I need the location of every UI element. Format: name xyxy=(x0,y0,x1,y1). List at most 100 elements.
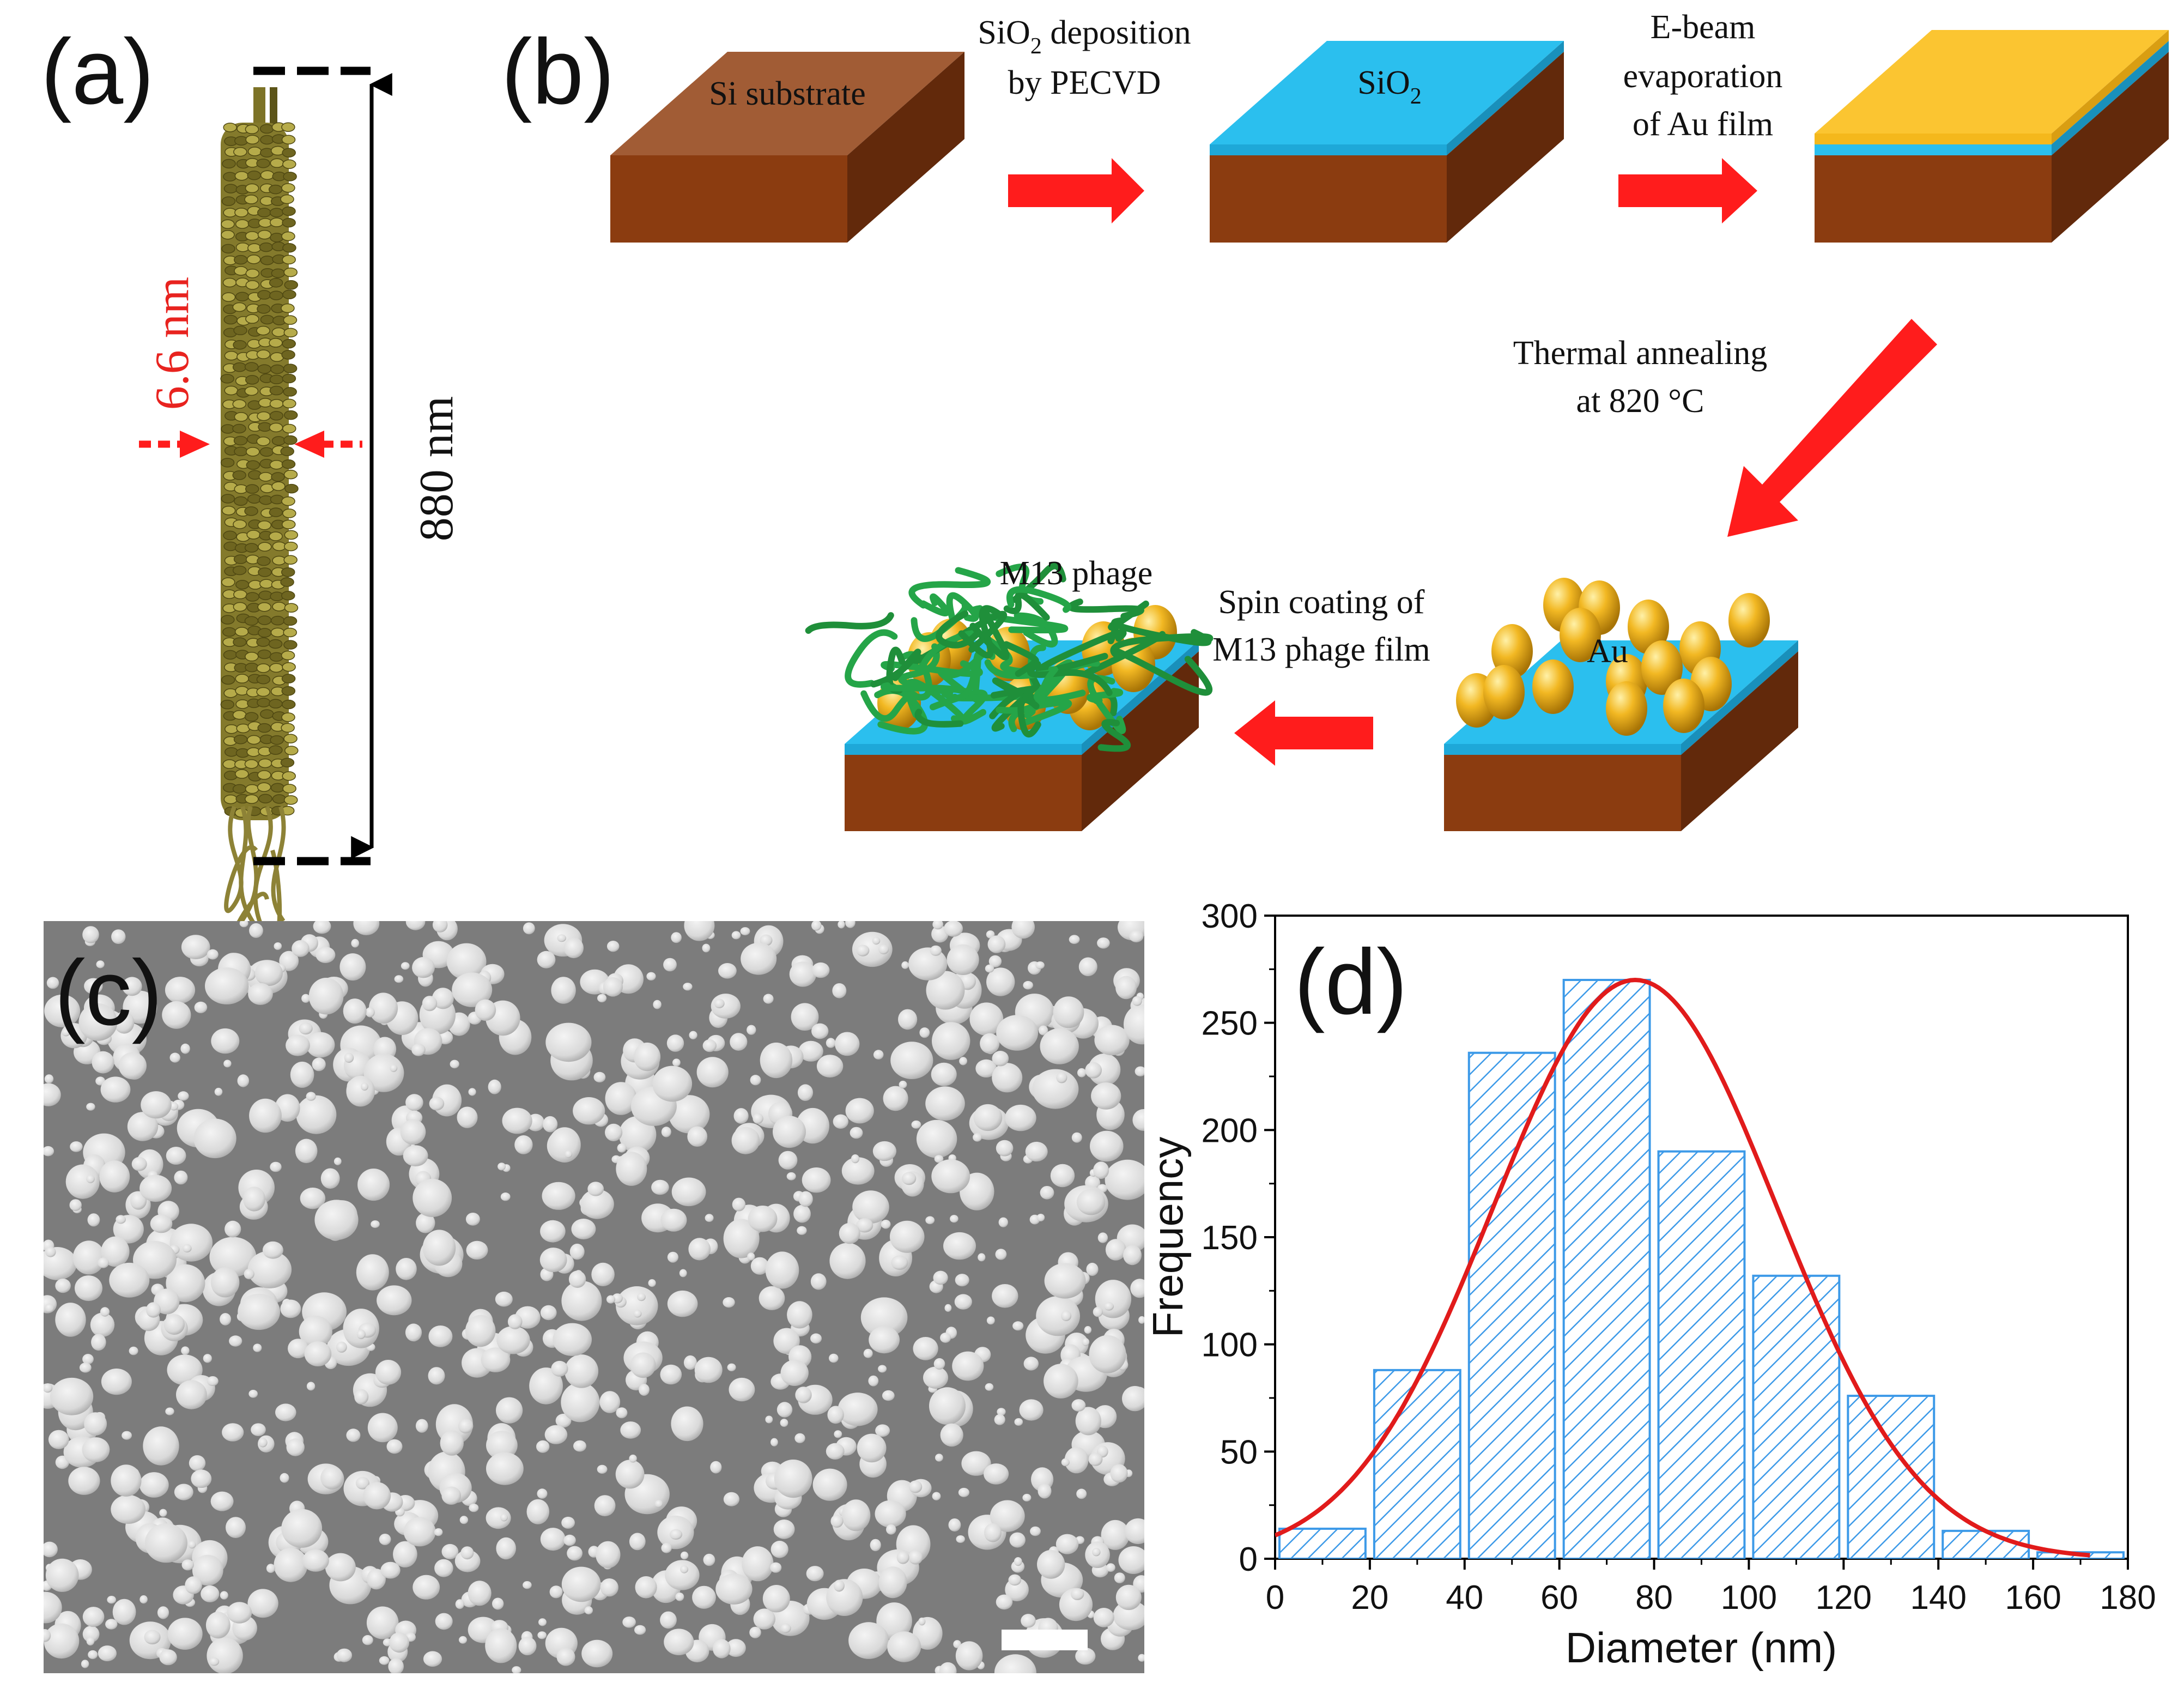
sem-particle xyxy=(223,1060,232,1068)
sem-particle xyxy=(275,1403,296,1421)
sem-particle xyxy=(333,1157,342,1165)
sem-particle xyxy=(388,1658,404,1673)
phage-bead xyxy=(269,422,283,433)
phage-bead xyxy=(258,567,272,577)
sem-particle xyxy=(919,1027,930,1038)
sem-particle xyxy=(306,1382,316,1391)
phage-bead xyxy=(222,759,236,769)
sem-particle xyxy=(600,1578,618,1597)
sem-particle xyxy=(622,1617,636,1628)
sem-particle xyxy=(244,1268,254,1280)
sem-particle xyxy=(992,1284,1018,1308)
sem-particle xyxy=(661,1127,671,1137)
sem-particle xyxy=(750,1075,761,1086)
phage-bead xyxy=(245,652,259,662)
phage-bead xyxy=(269,699,283,709)
sem-particle xyxy=(911,1120,921,1129)
phage-bead xyxy=(281,650,295,661)
phage-bead xyxy=(232,399,247,409)
sem-particle xyxy=(771,1541,788,1558)
phage-bead xyxy=(235,674,249,683)
sem-particle xyxy=(875,1500,906,1528)
au-nanoparticle xyxy=(1606,681,1647,736)
sem-particle xyxy=(985,964,994,973)
phage-bead xyxy=(221,196,236,206)
phage-bead xyxy=(269,531,283,541)
sem-particle xyxy=(857,1433,887,1463)
sem-particle xyxy=(1038,1025,1048,1036)
sem-particle xyxy=(1132,1109,1144,1131)
sem-particle xyxy=(1023,1357,1039,1371)
phage-bead xyxy=(269,208,284,217)
sem-particle xyxy=(44,1074,54,1083)
phage-bead xyxy=(256,687,270,697)
sem-particle xyxy=(496,1537,516,1560)
sem-particle xyxy=(475,999,496,1021)
sem-particle xyxy=(1093,1306,1103,1317)
sem-particle xyxy=(1082,1338,1090,1346)
sem-particle xyxy=(356,1329,366,1339)
sem-particle xyxy=(122,1431,132,1440)
phage-strand xyxy=(805,612,894,634)
sem-particle xyxy=(852,931,893,967)
phage-strand xyxy=(946,592,979,624)
phage-strand xyxy=(1006,586,1071,613)
sem-particle xyxy=(299,1316,332,1348)
sem-particle xyxy=(810,1333,822,1344)
sem-particle xyxy=(393,1541,417,1567)
sem-particle xyxy=(114,1011,135,1034)
sem-particle xyxy=(997,1408,1006,1416)
sem-particle xyxy=(452,972,493,1007)
phage-bead xyxy=(235,580,250,590)
sem-particle xyxy=(1061,1458,1070,1467)
sem-particle xyxy=(207,1637,243,1673)
sem-particle xyxy=(353,921,380,935)
sem-particle xyxy=(84,1412,107,1436)
phage-strand xyxy=(1110,633,1214,660)
sem-particle xyxy=(773,1520,795,1539)
phage-bead xyxy=(272,602,286,612)
sem-particle xyxy=(943,1232,976,1260)
sem-particle xyxy=(789,961,817,987)
phage-strand xyxy=(914,709,964,728)
au-nanoparticle xyxy=(1663,679,1704,733)
sem-particle xyxy=(432,988,454,1009)
sem-particle xyxy=(569,1243,585,1260)
sem-particle xyxy=(357,1169,390,1201)
sem-particle xyxy=(811,962,830,978)
sem-particle xyxy=(486,1452,524,1485)
sem-particle xyxy=(875,1424,890,1437)
sem-particle xyxy=(540,1528,566,1551)
sem-particle xyxy=(523,1581,532,1589)
sem-particle xyxy=(771,1438,778,1446)
sem-particle xyxy=(944,1304,952,1312)
phage-bead xyxy=(244,543,259,553)
phage-bead xyxy=(282,508,296,518)
sem-particle xyxy=(986,967,1015,996)
phage-bead xyxy=(280,577,294,587)
sem-particle xyxy=(367,1569,386,1590)
sem-particle xyxy=(1008,1574,1022,1586)
phage-bead xyxy=(234,255,248,265)
si-substrate-label: Si substrate xyxy=(709,75,866,112)
sem-particle xyxy=(581,1639,613,1668)
sem-particle xyxy=(845,921,856,928)
sem-particle xyxy=(731,931,741,940)
sem-particle xyxy=(507,1314,523,1329)
sem-particle xyxy=(594,1495,616,1517)
sem-particle xyxy=(666,1034,684,1052)
sem-particle xyxy=(96,960,105,968)
sem-particle xyxy=(978,1253,986,1262)
x-tick-label-4: 80 xyxy=(1635,1579,1673,1617)
sem-particle xyxy=(573,1097,605,1125)
sem-particle xyxy=(760,934,773,946)
sem-particle xyxy=(985,1383,994,1391)
sem-particle xyxy=(109,1262,150,1298)
sem-particle xyxy=(548,1127,581,1163)
phage-bead xyxy=(246,530,260,540)
sem-particle xyxy=(933,1270,948,1285)
phage-bead xyxy=(270,735,284,745)
sem-particle xyxy=(841,1499,871,1531)
phage-strand xyxy=(978,632,1032,676)
phage-bead xyxy=(283,640,298,650)
